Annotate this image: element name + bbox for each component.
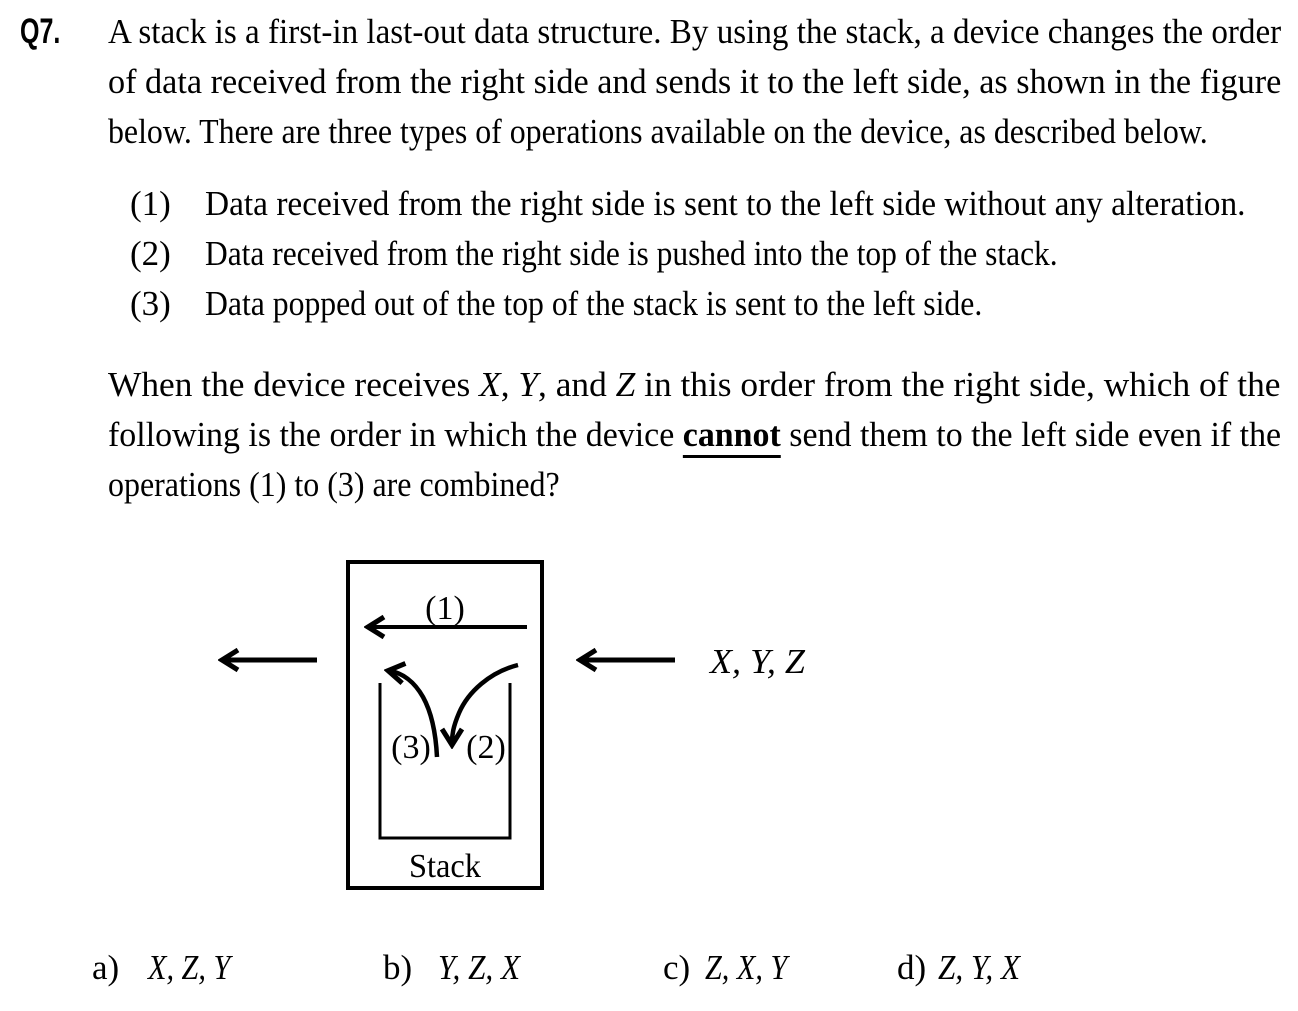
option-value: Z, Y, X — [938, 948, 1021, 987]
device-box — [346, 560, 544, 890]
operation-item: (1) Data received from the right side is … — [130, 179, 1296, 229]
operation-number: (2) — [130, 234, 171, 273]
operation-number: (3) — [130, 284, 171, 323]
option-value: Z, X, Y — [705, 948, 788, 987]
stack-container — [378, 683, 512, 840]
option-value: Y, Z, X — [438, 948, 521, 987]
pop-arrow — [390, 671, 440, 758]
stack-device-figure: (1) X, Y, Z (3) (2) Stack — [180, 560, 806, 890]
intro-line: below. There are three types of operatio… — [108, 112, 1208, 151]
prompt-line: operations (1) to (3) are combined? — [108, 465, 560, 504]
operation-text: Data received from the right side is pus… — [205, 234, 1058, 273]
answer-option-a: a) X, Z, Y — [92, 943, 243, 993]
prompt-text: When the device receives — [108, 365, 480, 404]
answer-option-d: d) Z, Y, X — [897, 943, 1030, 993]
prompt-text: send them to the left side even if the — [780, 415, 1282, 454]
answer-option-b: b) Y, Z, X — [383, 943, 530, 993]
question-number: Q7. — [20, 12, 61, 51]
intro-line: A stack is a first-in last-out data stru… — [108, 12, 1282, 51]
figure-op3-label: (3) — [391, 729, 431, 766]
operation-text: Data received from the right side is sen… — [205, 184, 1246, 223]
stack-caption: Stack — [409, 848, 481, 885]
variable-y: Y — [518, 365, 539, 404]
cannot-emphasis: cannot — [682, 415, 781, 458]
answer-option-c: c) Z, X, Y — [663, 943, 800, 993]
option-letter: a) — [92, 948, 120, 987]
prompt-text: in this order from the right side, which… — [635, 365, 1281, 404]
prompt-text: , and — [538, 365, 616, 404]
figure-op1-label: (1) — [425, 590, 465, 627]
intro-line: of data received from the right side and… — [108, 62, 1282, 101]
input-sequence-label: X, Y, Z — [708, 642, 806, 681]
operation-text: Data popped out of the top of the stack … — [205, 284, 983, 323]
push-arrow — [452, 662, 519, 743]
prompt-text: , — [500, 365, 519, 404]
operation-item: (2) Data received from the right side is … — [130, 229, 1154, 279]
option-letter: d) — [897, 948, 927, 987]
figure-op2-label: (2) — [466, 729, 506, 766]
variable-z: Z — [615, 365, 636, 404]
prompt-text: following is the order in which the devi… — [108, 415, 683, 454]
operation-item: (3) Data popped out of the top of the sta… — [130, 279, 1063, 329]
prompt-line: When the device receives X, Y, and Z in … — [108, 360, 1281, 410]
option-value: X, Z, Y — [148, 948, 231, 987]
option-letter: b) — [383, 948, 413, 987]
prompt-line: following is the order in which the devi… — [108, 410, 1281, 460]
variable-x: X — [479, 365, 501, 404]
option-letter: c) — [663, 948, 691, 987]
operation-number: (1) — [130, 184, 171, 223]
